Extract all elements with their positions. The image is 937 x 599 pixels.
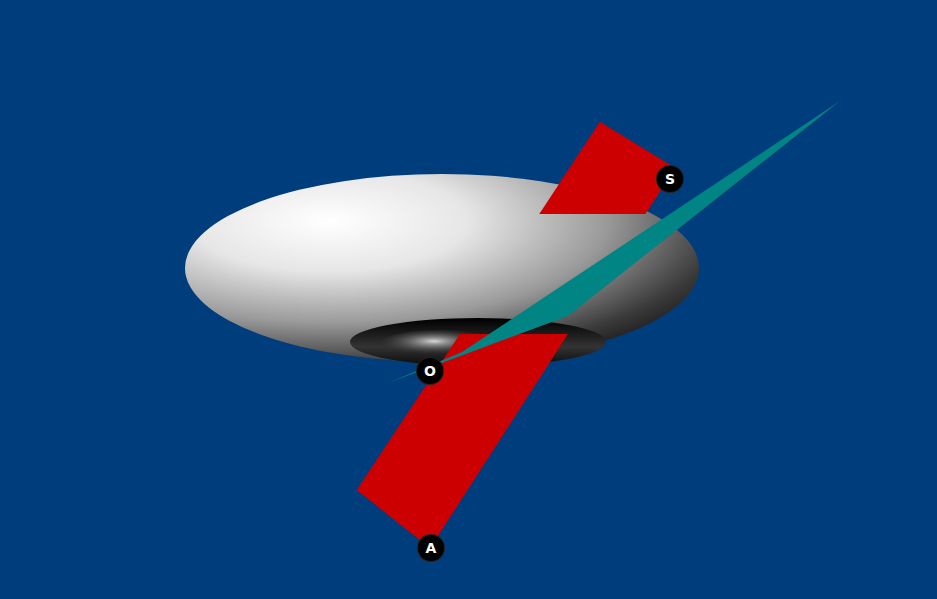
point-label: S bbox=[657, 166, 683, 192]
teal-plane bbox=[388, 101, 840, 383]
point-letter: O bbox=[424, 364, 436, 378]
point-letter: A bbox=[426, 541, 437, 555]
point-label: O bbox=[417, 358, 443, 384]
point-letter: S bbox=[665, 172, 675, 186]
point-label: A bbox=[418, 535, 444, 561]
